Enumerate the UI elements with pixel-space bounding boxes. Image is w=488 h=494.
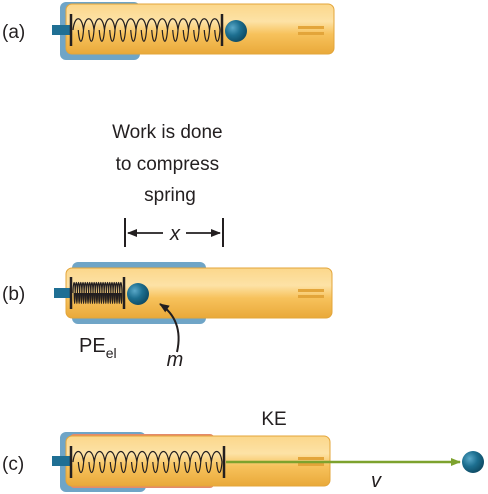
potential-energy-label: PEel (79, 335, 117, 361)
potential-energy-main: PE (79, 335, 106, 357)
barrel-groove (298, 463, 324, 466)
spring-coil (72, 281, 123, 305)
barrel-groove (298, 295, 324, 298)
spring-released (72, 450, 223, 474)
panel-c-label: (c) (2, 454, 24, 475)
work-caption-line-2: to compress (116, 154, 219, 175)
panel-b-label: (b) (2, 284, 25, 305)
panel-a: (a) (2, 2, 335, 60)
spring-coil (72, 450, 223, 474)
work-caption-line-3: spring (144, 185, 196, 206)
ball (127, 283, 149, 305)
spring-compressed (72, 281, 123, 305)
plunger-rod (54, 288, 72, 298)
plunger-rod (52, 25, 70, 35)
barrel-groove (298, 32, 324, 35)
velocity-label: v (371, 470, 382, 492)
barrel-groove (298, 457, 324, 460)
mass-label: m (167, 349, 184, 371)
mass-pointer-arrow (159, 303, 180, 353)
barrel-groove (298, 26, 324, 29)
work-caption: Work is done to compress spring (112, 122, 228, 206)
kinetic-energy-label: KE (261, 409, 286, 430)
panel-b: Work is done to compress spring x (b) m … (2, 122, 333, 371)
ball (462, 451, 484, 473)
potential-energy-subscript: el (106, 345, 117, 361)
spring-relaxed (72, 18, 221, 42)
ball (225, 20, 247, 42)
launcher-barrel (65, 3, 335, 55)
work-caption-line-1: Work is done (112, 122, 223, 143)
plunger-rod (52, 456, 70, 466)
barrel-groove (298, 289, 324, 292)
panel-c: (c) KE v (2, 409, 484, 492)
spring-coil (72, 18, 221, 42)
panel-a-label: (a) (2, 22, 25, 43)
displacement-label: x (169, 223, 181, 245)
